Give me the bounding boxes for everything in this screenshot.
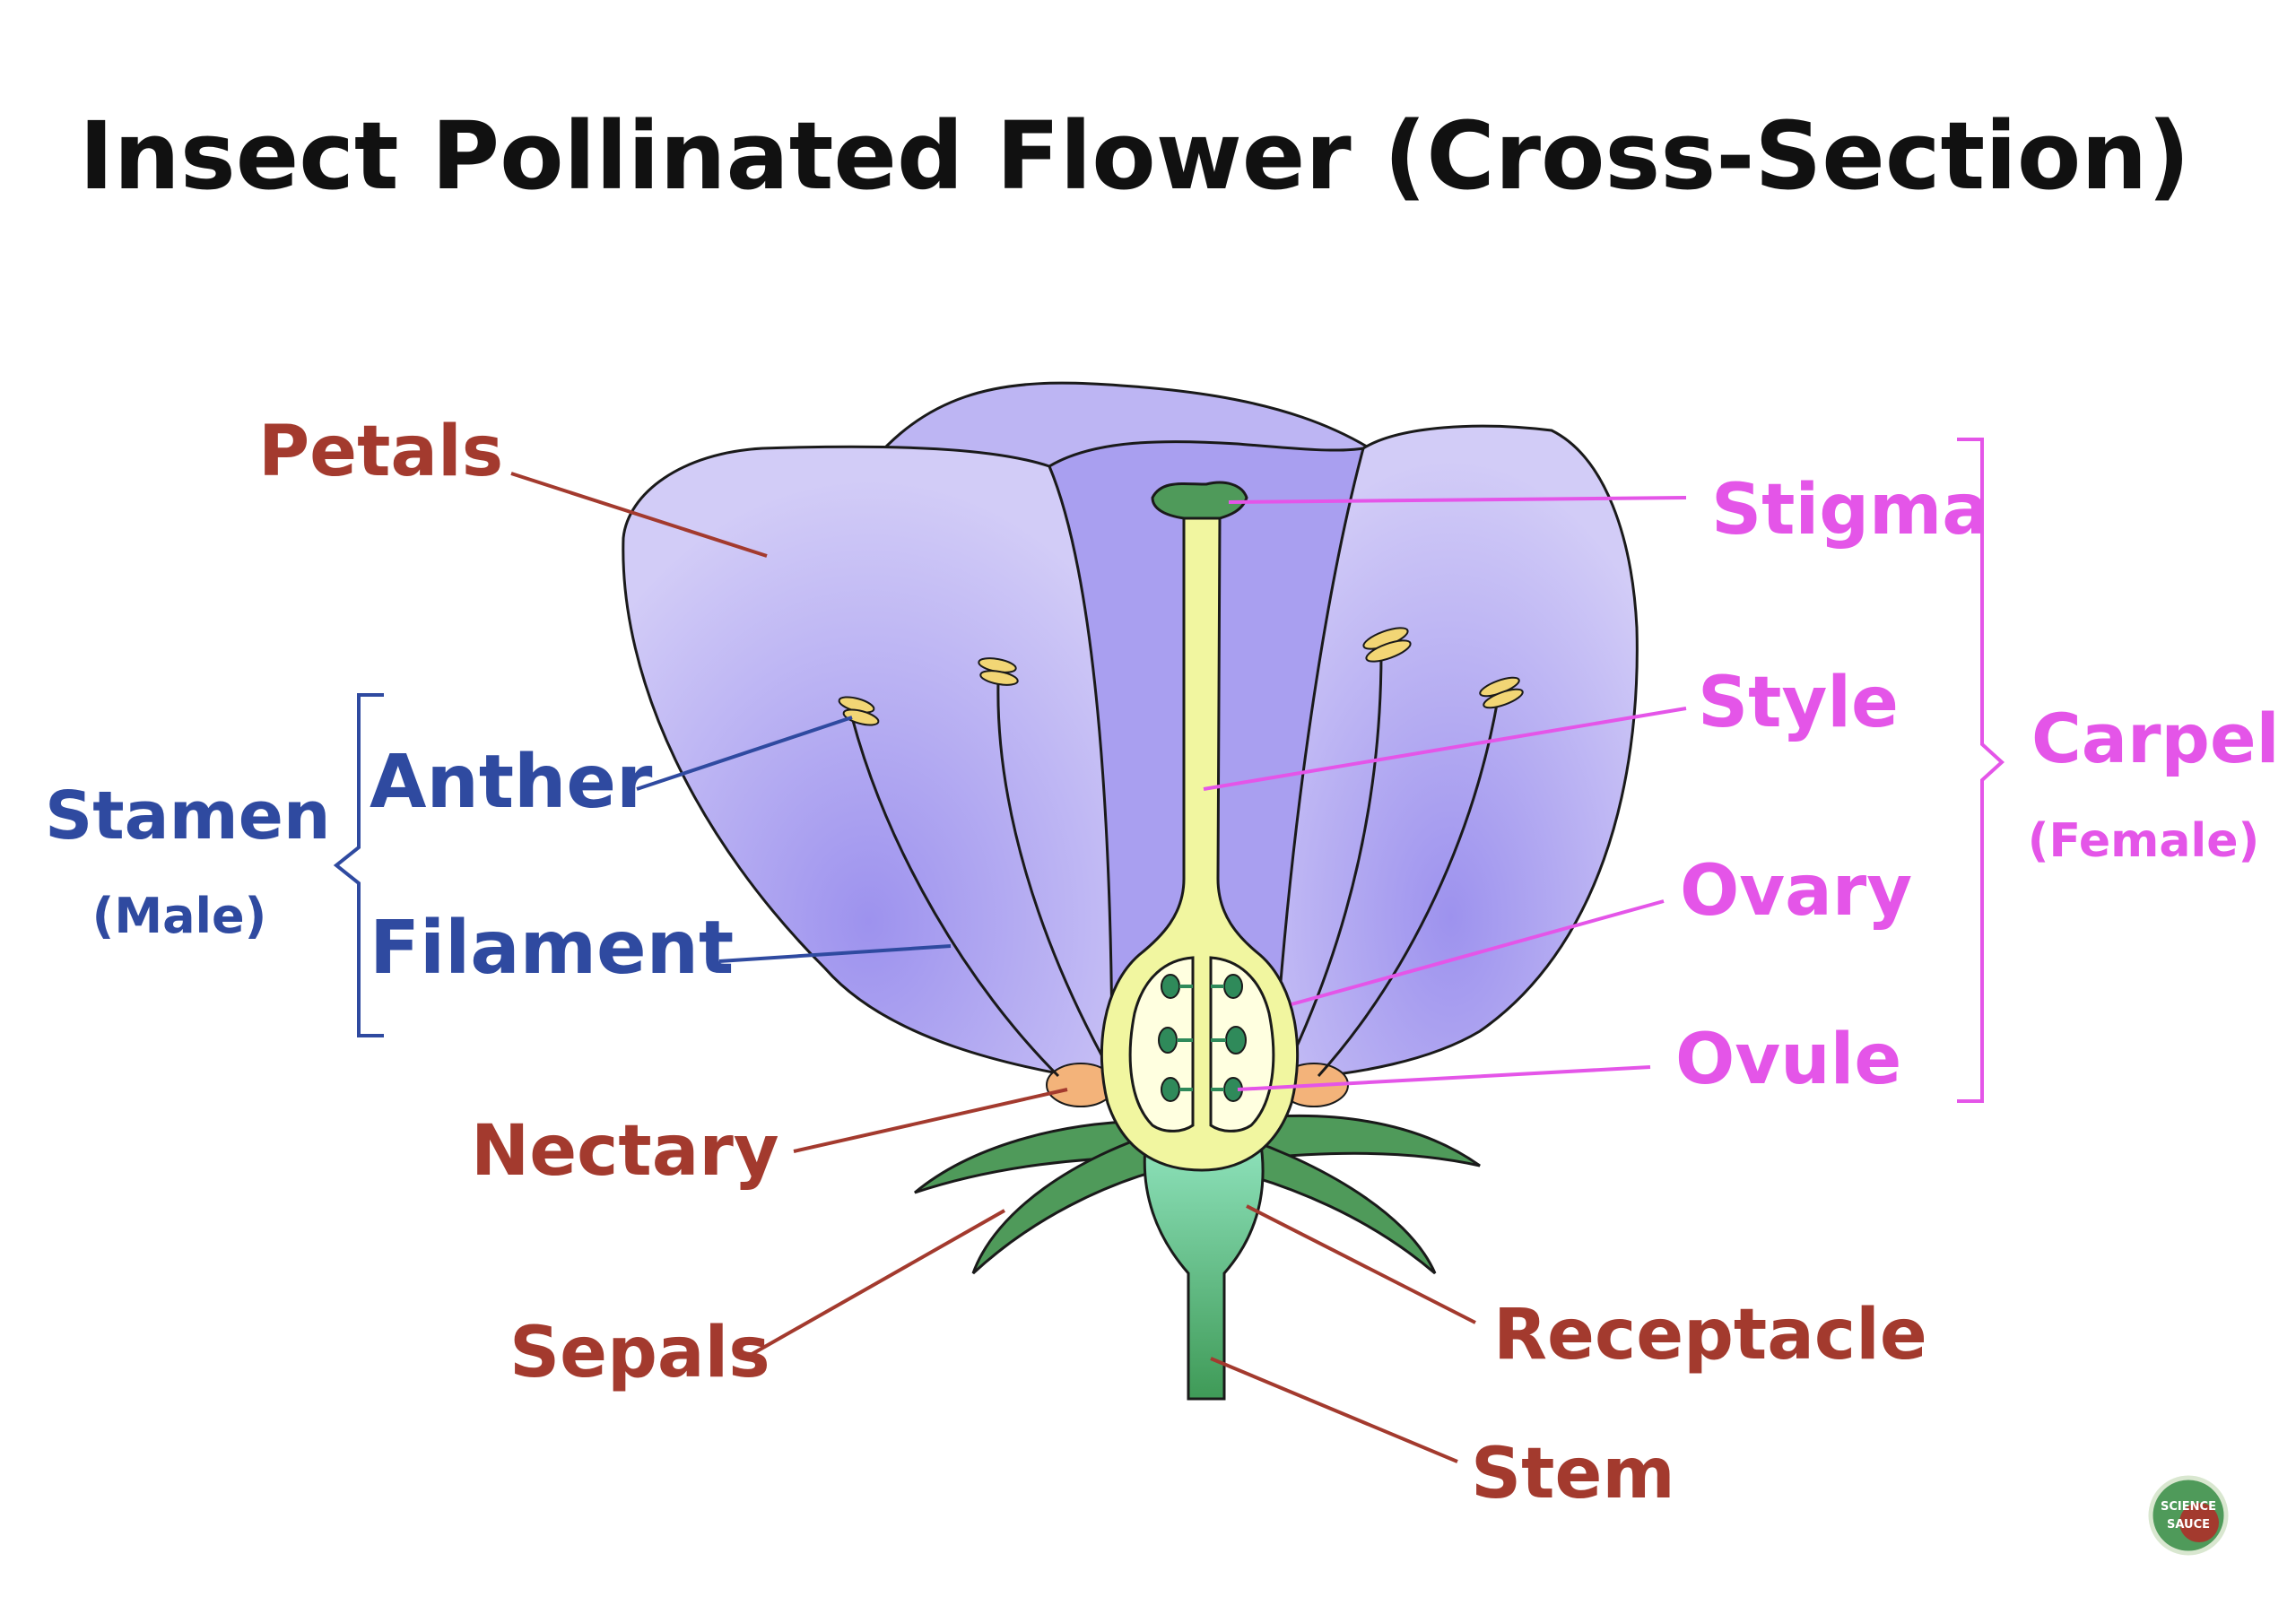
label-sepals: Sepals (509, 1313, 770, 1393)
leader-lines-male (333, 693, 952, 1037)
leader-filament (718, 944, 952, 963)
label-male: (Male) (92, 888, 267, 944)
filament-3 (1290, 652, 1383, 1059)
anthers (838, 627, 1524, 726)
label-stamen: Stamen (45, 777, 331, 855)
filament-1 (850, 716, 1060, 1078)
logo-inner (2179, 1503, 2219, 1542)
label-carpel: Carpel (2031, 699, 2280, 778)
stigma-shape (1151, 481, 1248, 520)
diagram-title: Insect Pollinated Flower (Cross-Section) (79, 101, 2190, 211)
ovule-l1 (1161, 974, 1180, 999)
leader-anther (636, 716, 853, 791)
label-anther: Anther (370, 740, 653, 825)
receptacle-shape (1143, 1137, 1265, 1401)
ovule-r2 (1225, 1026, 1247, 1055)
leader-stem (1210, 1357, 1458, 1463)
sepal-right-inner (1209, 1128, 1437, 1275)
leader-sepals (748, 1209, 1005, 1358)
leader-stigma (1228, 496, 1687, 504)
label-female: (Female) (2028, 814, 2260, 868)
petals-shape (622, 381, 1639, 1082)
ovule-l2 (1158, 1027, 1178, 1054)
label-petals: Petals (258, 412, 503, 492)
stamens (850, 652, 1500, 1078)
label-ovary: Ovary (1680, 851, 1912, 932)
label-filament: Filament (370, 906, 734, 991)
label-style: Style (1698, 663, 1899, 743)
labels-general: Petals Nectary Sepals Receptacle Stem (258, 412, 1927, 1515)
filament-4 (1317, 699, 1500, 1078)
label-ovule: Ovule (1675, 1020, 1901, 1100)
leader-lines-general (510, 472, 1476, 1463)
labels-female: Stigma Style Ovary Ovule Carpel (Female) (1675, 470, 2280, 1100)
ovule-stalks (1177, 985, 1226, 1091)
anther-3b (1365, 639, 1412, 663)
logo-line2: SAUCE (2167, 1518, 2210, 1532)
label-receptacle: Receptacle (1493, 1295, 1927, 1376)
leader-ovule (1237, 1065, 1651, 1091)
leader-lines-female (1203, 438, 2005, 1103)
sepals-shape (914, 1114, 1481, 1275)
filament-2 (996, 681, 1105, 1059)
label-nectary: Nectary (471, 1111, 779, 1192)
anther-1b (842, 708, 880, 726)
sepal-right-outer (1227, 1114, 1481, 1167)
leader-petals (510, 472, 768, 558)
leader-nectary (793, 1088, 1068, 1153)
leader-receptacle (1246, 1204, 1476, 1324)
ovule-r1 (1223, 974, 1243, 999)
leader-style (1203, 707, 1687, 791)
logo-line1: SCIENCE (2161, 1500, 2216, 1514)
leader-ovary (1291, 899, 1665, 1006)
stamen-bracket (333, 693, 384, 1037)
sepal-left-inner (971, 1128, 1177, 1275)
label-stem: Stem (1471, 1434, 1675, 1515)
labels-male: Stamen (Male) Anther Filament (45, 740, 734, 991)
label-stigma: Stigma (1711, 470, 1989, 551)
ovule-l3 (1161, 1077, 1180, 1102)
carpel-bracket (1957, 438, 2005, 1103)
anther-2b (979, 670, 1019, 686)
science-sauce-logo: SCIENCE SAUCE (2148, 1475, 2229, 1556)
anther-4b (1483, 688, 1524, 709)
